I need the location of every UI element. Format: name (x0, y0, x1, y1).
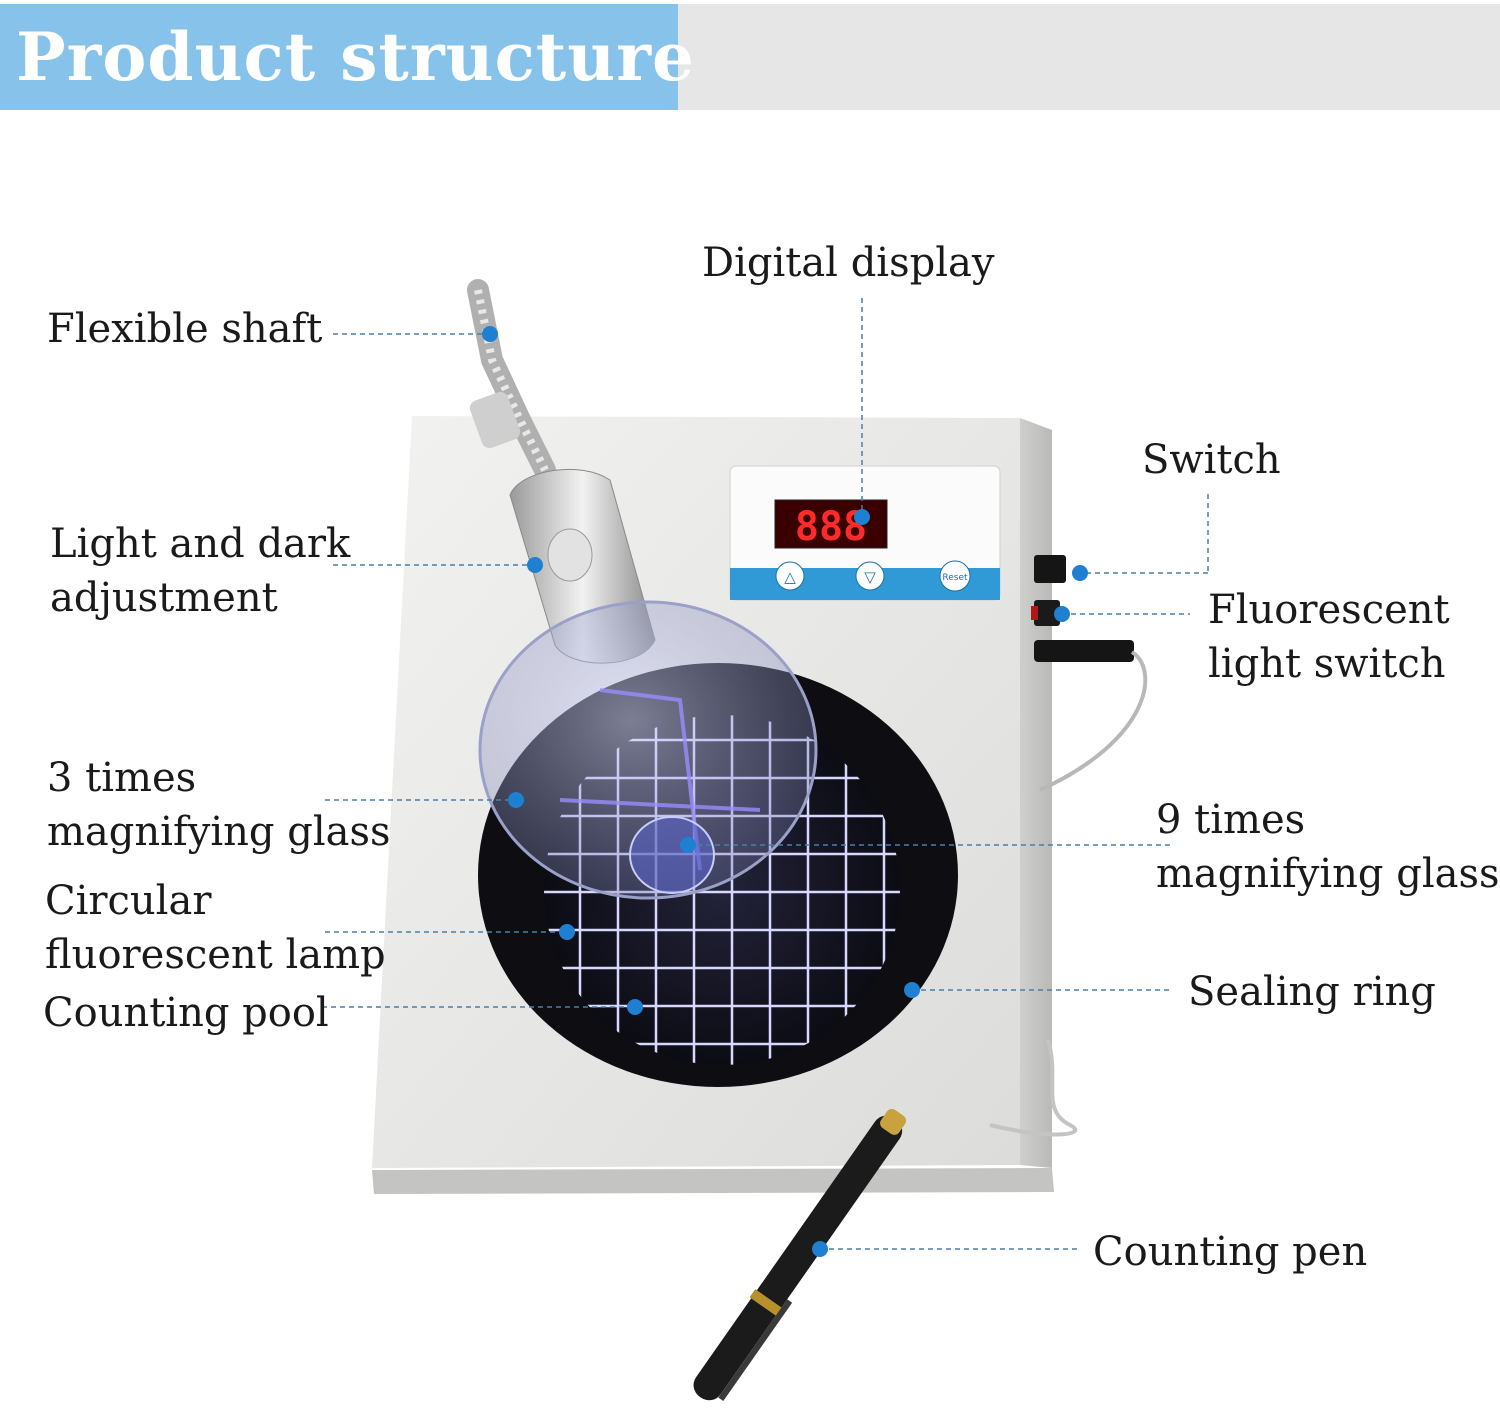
page-title: Product structure (16, 18, 696, 96)
callout-lines (322, 298, 1209, 1250)
magnifier-3x-lens (478, 600, 818, 900)
display-digits: 888 (795, 504, 867, 550)
label-magnifier-3x-2: magnifying glass (47, 809, 391, 855)
fluorescent-switch (1034, 600, 1060, 626)
triangle-up-icon: △ (784, 568, 796, 586)
callout-dot-icon (680, 837, 696, 853)
cable-top (1039, 650, 1148, 792)
label-light-dark-2: adjustment (50, 575, 278, 621)
counting-pen-shape (693, 1108, 907, 1402)
callout-dot-icon (559, 924, 575, 940)
label-flexible-shaft: Flexible shaft (47, 306, 323, 352)
label-digital-display: Digital display (702, 240, 995, 286)
callout-dot-icon (904, 982, 920, 998)
callout-dot-icon (508, 792, 524, 808)
callout-dot-icon (1054, 606, 1070, 622)
button-down (855, 561, 885, 591)
callout-dot-icon (812, 1241, 828, 1257)
reset-label: Reset (942, 573, 968, 583)
callout-dot-icon (627, 999, 643, 1015)
callout-dots (482, 326, 1088, 1257)
magnifier-9x-lens (629, 816, 715, 894)
power-switch (1034, 555, 1066, 583)
label-magnifier-3x-1: 3 times (47, 755, 197, 801)
shaft-clamp (469, 391, 521, 449)
pen-socket (1034, 640, 1134, 662)
button-up (775, 561, 805, 591)
label-fluorescent-switch-2: light switch (1208, 641, 1446, 687)
triangle-down-icon: ▽ (864, 568, 876, 586)
label-sealing-ring: Sealing ring (1188, 969, 1436, 1015)
digital-display-screen (774, 499, 888, 549)
label-counting-pen: Counting pen (1093, 1229, 1368, 1275)
magnified-grid-lines (559, 688, 761, 871)
label-circular-lamp-1: Circular (45, 878, 212, 924)
label-circular-lamp-2: fluorescent lamp (45, 932, 386, 978)
pen-cable (989, 1039, 1078, 1137)
label-counting-pool: Counting pool (43, 990, 329, 1036)
device-bottom-edge (372, 1168, 1054, 1194)
callout-dot-icon (482, 326, 498, 342)
brightness-knob (547, 528, 593, 582)
label-switch: Switch (1142, 437, 1281, 483)
fluorescent-switch-red-mark (1031, 606, 1038, 620)
label-magnifier-9x-2: magnifying glass (1156, 851, 1500, 897)
device-side (1020, 418, 1052, 1168)
button-reset (939, 560, 971, 592)
callout-dot-icon (1072, 565, 1088, 581)
label-light-dark-1: Light and dark (50, 521, 351, 567)
label-fluorescent-switch-1: Fluorescent (1208, 587, 1450, 633)
callout-dot-icon (854, 509, 870, 525)
header-title-block (0, 4, 678, 110)
label-magnifier-9x-1: 9 times (1156, 797, 1306, 843)
flexible-shaft-shape (467, 279, 556, 481)
callout-dot-icon (527, 557, 543, 573)
